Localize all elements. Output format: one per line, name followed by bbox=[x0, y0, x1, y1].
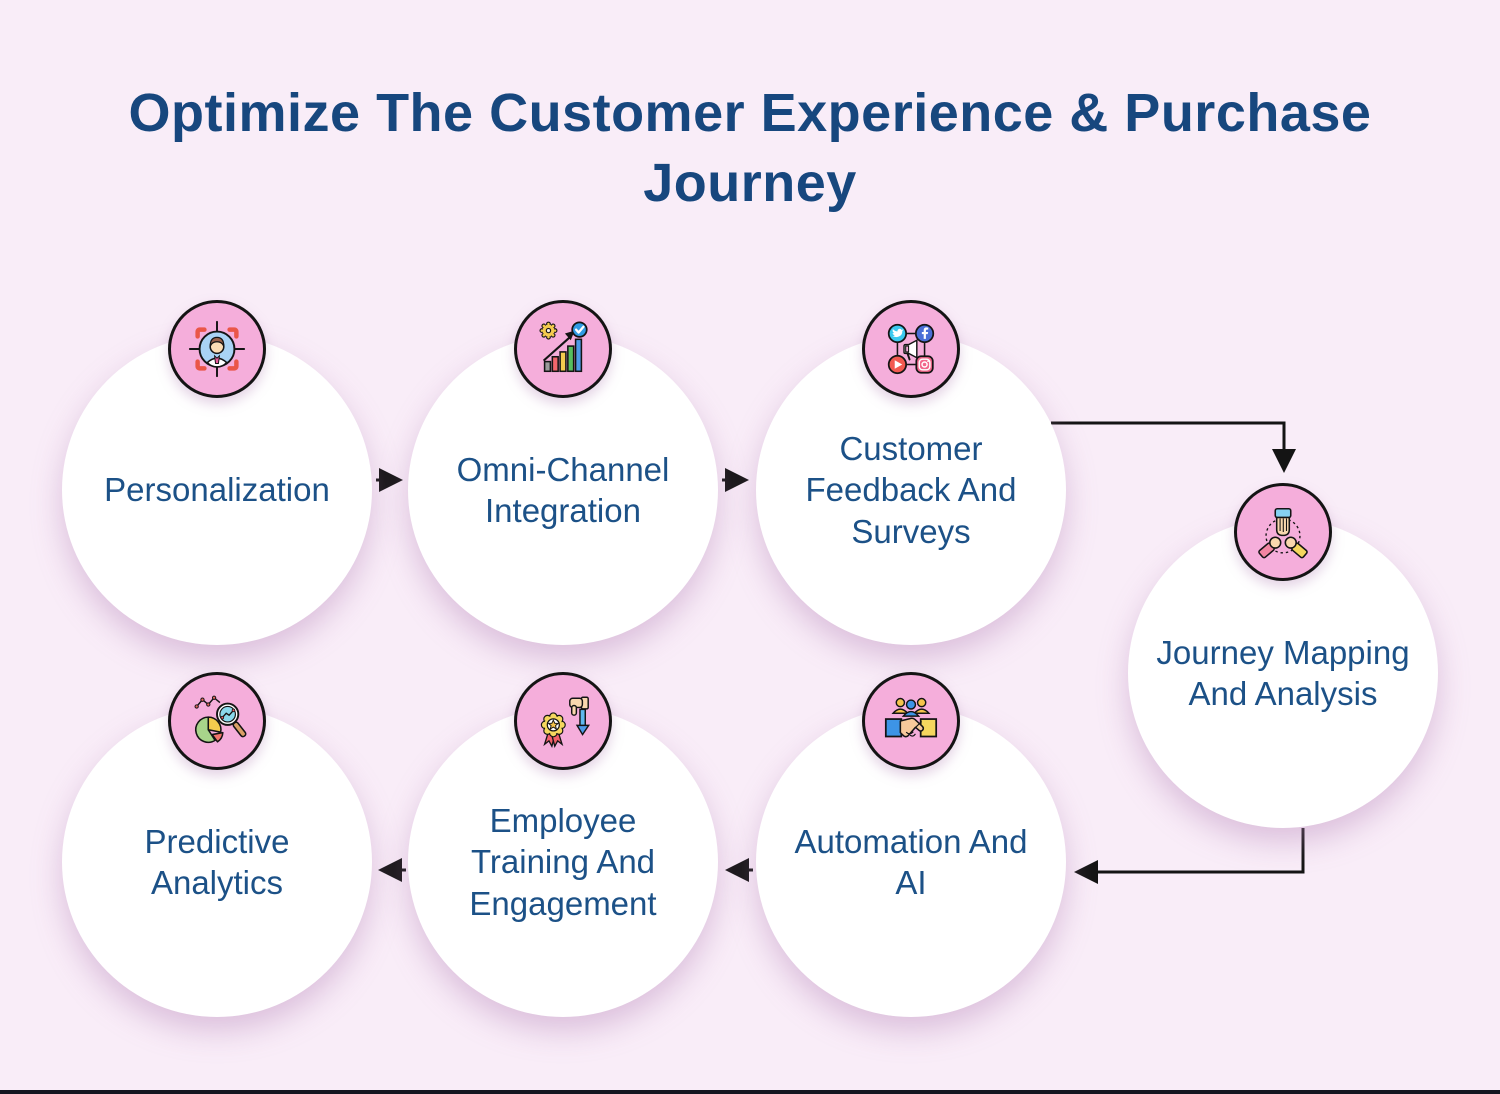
node-automation-ai: Automation And AI bbox=[756, 672, 1066, 1017]
node-customer-feedback-surveys: Customer Feedback And Surveys bbox=[756, 300, 1066, 645]
award-thumbs-down-icon bbox=[540, 696, 591, 748]
node-employee-training-engagement: Employee Training And Engagement bbox=[408, 672, 718, 1017]
node-circle: Employee Training And Engagement bbox=[408, 707, 718, 1017]
icon-badge bbox=[168, 300, 266, 398]
page-title: Optimize The Customer Experience & Purch… bbox=[128, 83, 1372, 214]
node-circle: Personalization bbox=[62, 335, 372, 645]
icon-badge bbox=[514, 672, 612, 770]
social-network-icon bbox=[887, 323, 935, 375]
handshake-icon bbox=[884, 697, 938, 738]
arrow-feedback-to-journey bbox=[1051, 421, 1296, 473]
node-predictive-analytics: Predictive Analytics bbox=[62, 672, 372, 1017]
icon-badge bbox=[862, 672, 960, 770]
icon-badge bbox=[862, 300, 960, 398]
node-label: Omni-Channel Integration bbox=[456, 450, 670, 529]
node-label: Journey Mapping And Analysis bbox=[1156, 633, 1410, 712]
node-personalization: Personalization bbox=[62, 300, 372, 645]
icon-badge bbox=[1234, 483, 1332, 581]
node-circle: Automation And AI bbox=[756, 707, 1066, 1017]
node-circle: Journey Mapping And Analysis bbox=[1128, 518, 1438, 828]
node-label: Employee Training And Engagement bbox=[469, 802, 657, 922]
bottom-edge-bar bbox=[0, 1090, 1500, 1094]
predictive-analytics-icon bbox=[194, 695, 247, 744]
node-label: Customer Feedback And Surveys bbox=[805, 430, 1017, 550]
node-label: Personalization bbox=[104, 471, 330, 509]
icon-badge bbox=[168, 672, 266, 770]
node-omni-channel-integration: Omni-Channel Integration bbox=[408, 300, 718, 645]
node-label: Automation And AI bbox=[794, 822, 1028, 901]
node-label: Predictive Analytics bbox=[144, 822, 290, 901]
arrow-journey-to-automation bbox=[1074, 828, 1305, 884]
person-target-icon bbox=[188, 320, 246, 378]
teamwork-hands-icon bbox=[1258, 507, 1308, 559]
icon-badge bbox=[514, 300, 612, 398]
node-journey-mapping-analysis: Journey Mapping And Analysis bbox=[1128, 483, 1438, 828]
growth-chart-icon bbox=[539, 321, 588, 373]
